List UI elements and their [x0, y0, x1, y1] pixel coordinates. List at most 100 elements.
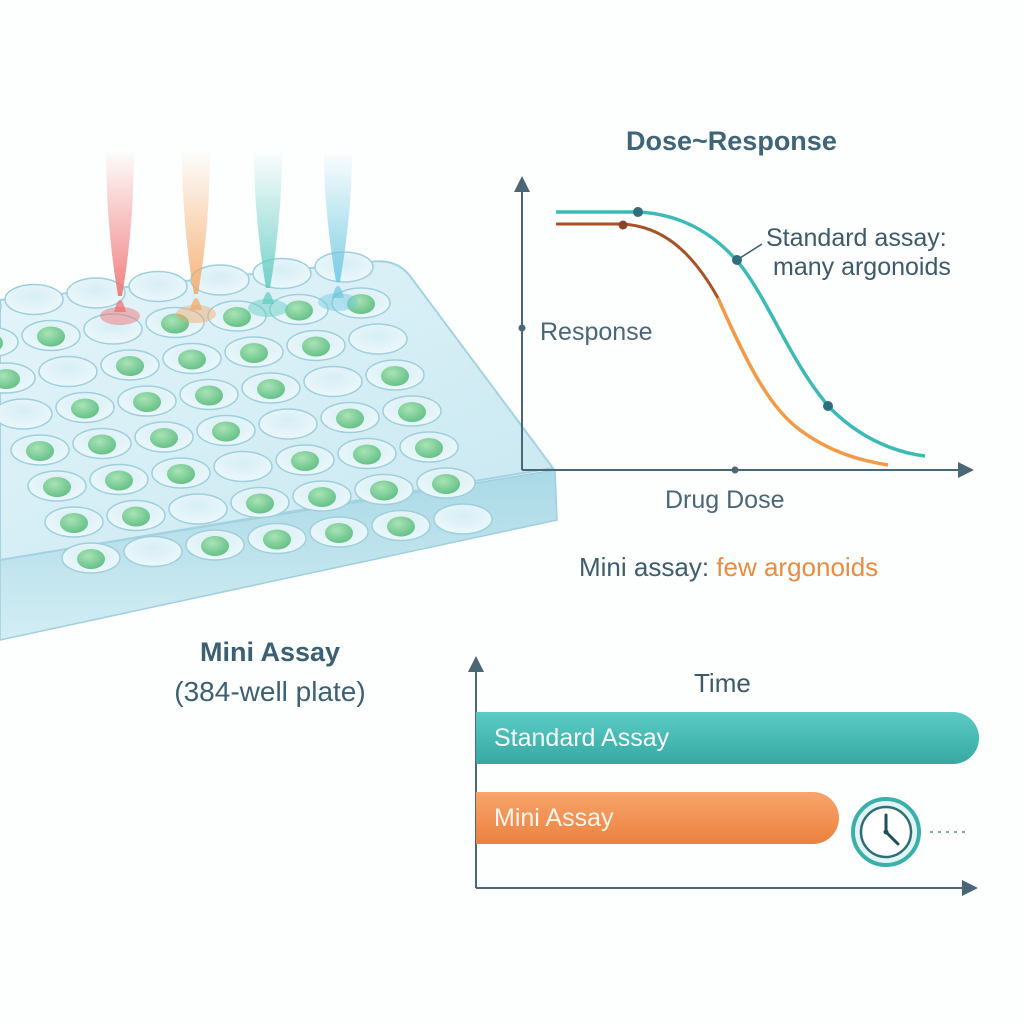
time-chart-title: Time	[694, 668, 751, 698]
plate-well	[168, 493, 228, 525]
plate-well	[258, 408, 318, 440]
time-y-arrowhead	[468, 656, 484, 672]
organoid-droplet	[263, 529, 291, 550]
mini-curve-point	[618, 220, 628, 230]
plate-well	[269, 293, 329, 326]
organoid-droplet	[133, 392, 161, 412]
organoid-droplet	[308, 487, 336, 507]
plate-well	[348, 323, 408, 355]
standard-assay-label-line2: many argonoids	[773, 253, 951, 281]
plate-well	[66, 277, 126, 309]
plate-well	[320, 401, 380, 434]
plate-well	[83, 313, 143, 345]
pipette-tip	[248, 150, 288, 317]
organoid-droplet	[167, 464, 195, 484]
plate-well	[0, 362, 36, 394]
plate-well	[275, 444, 335, 476]
organoid-droplet	[246, 493, 274, 514]
pipette-tip	[176, 150, 216, 323]
plate-well	[365, 359, 425, 391]
organoid-droplet	[432, 474, 460, 494]
plate-well	[162, 342, 222, 375]
plate-well	[151, 457, 211, 489]
plate-well	[247, 522, 307, 555]
organoid-droplet	[223, 307, 251, 327]
organoid-droplet	[116, 356, 144, 376]
dose-response-title: Dose~Response	[626, 126, 837, 156]
organoid-droplet	[240, 343, 268, 363]
organoid-droplet	[398, 402, 426, 422]
organoid-droplet	[60, 513, 88, 533]
plate-well	[4, 283, 64, 316]
organoid-droplet	[201, 536, 229, 556]
plate-well	[190, 264, 250, 296]
plate-well	[117, 385, 177, 417]
standard-assay-label-line1: Standard assay:	[766, 224, 947, 252]
plate-well	[224, 336, 284, 368]
plate-well	[10, 434, 70, 466]
drug-dose-axis-label: Drug Dose	[665, 486, 785, 514]
plate-well	[55, 391, 115, 424]
mini-assay-bar: Mini Assay	[476, 792, 839, 844]
plate-well	[292, 480, 352, 512]
organoid-droplet	[195, 385, 223, 406]
organoid-droplet	[370, 480, 398, 501]
pipette-tips	[100, 150, 358, 325]
organoid-droplet	[285, 300, 313, 321]
organoid-droplet	[347, 294, 375, 314]
plate-well	[44, 506, 104, 538]
organoid-droplet	[105, 470, 133, 491]
organoid-droplet	[88, 434, 116, 455]
organoid-droplet	[212, 421, 240, 442]
plate-well	[196, 414, 256, 447]
mini-assay-bar-label: Mini Assay	[494, 804, 614, 832]
pipette-tip	[318, 150, 358, 311]
plate-well	[128, 270, 188, 303]
standard-curve-point	[823, 401, 833, 411]
plate-well	[309, 516, 369, 548]
plate-well	[337, 437, 397, 470]
organoid-droplet	[336, 408, 364, 429]
organoid-droplet	[0, 369, 20, 389]
plate-well	[0, 327, 19, 357]
plate-well	[303, 365, 363, 398]
organoid-droplet	[353, 444, 381, 465]
organoid-droplet	[387, 516, 415, 537]
organoid-droplet	[325, 523, 353, 543]
organoid-droplet	[178, 349, 206, 370]
plate-well	[230, 486, 290, 519]
organoid-droplet	[26, 441, 54, 461]
plate-subtitle: (384-well plate)	[174, 676, 366, 707]
organoid-droplet	[302, 336, 330, 357]
plate-well	[399, 431, 459, 463]
organoid-droplet	[150, 428, 178, 448]
organoid-droplet	[37, 326, 65, 347]
plate-well	[21, 319, 81, 352]
response-axis-label: Response	[540, 318, 653, 346]
plate-well	[433, 503, 493, 535]
plate-well	[27, 470, 87, 502]
standard-assay-bar: Standard Assay	[476, 712, 979, 764]
plate-well	[145, 306, 205, 339]
organoid-droplet	[77, 549, 105, 569]
plate-well	[213, 450, 273, 483]
organoid-droplet	[257, 379, 285, 399]
organoid-droplet	[43, 477, 71, 497]
plate-well	[0, 300, 2, 312]
x-axis-tick-dot	[731, 466, 739, 474]
standard-curve-point	[732, 255, 742, 265]
mini-assay-label: Mini assay: few argonoids	[579, 552, 878, 583]
y-axis-arrowhead	[514, 176, 530, 192]
organoid-droplet	[122, 506, 150, 527]
standard-label-leader	[739, 243, 763, 259]
plate-well	[371, 509, 431, 542]
plate-well	[185, 529, 245, 561]
y-axis-tick-dot	[518, 324, 526, 332]
time-x-arrowhead	[962, 880, 978, 896]
plate-well	[89, 463, 149, 496]
plate-well	[123, 535, 183, 568]
